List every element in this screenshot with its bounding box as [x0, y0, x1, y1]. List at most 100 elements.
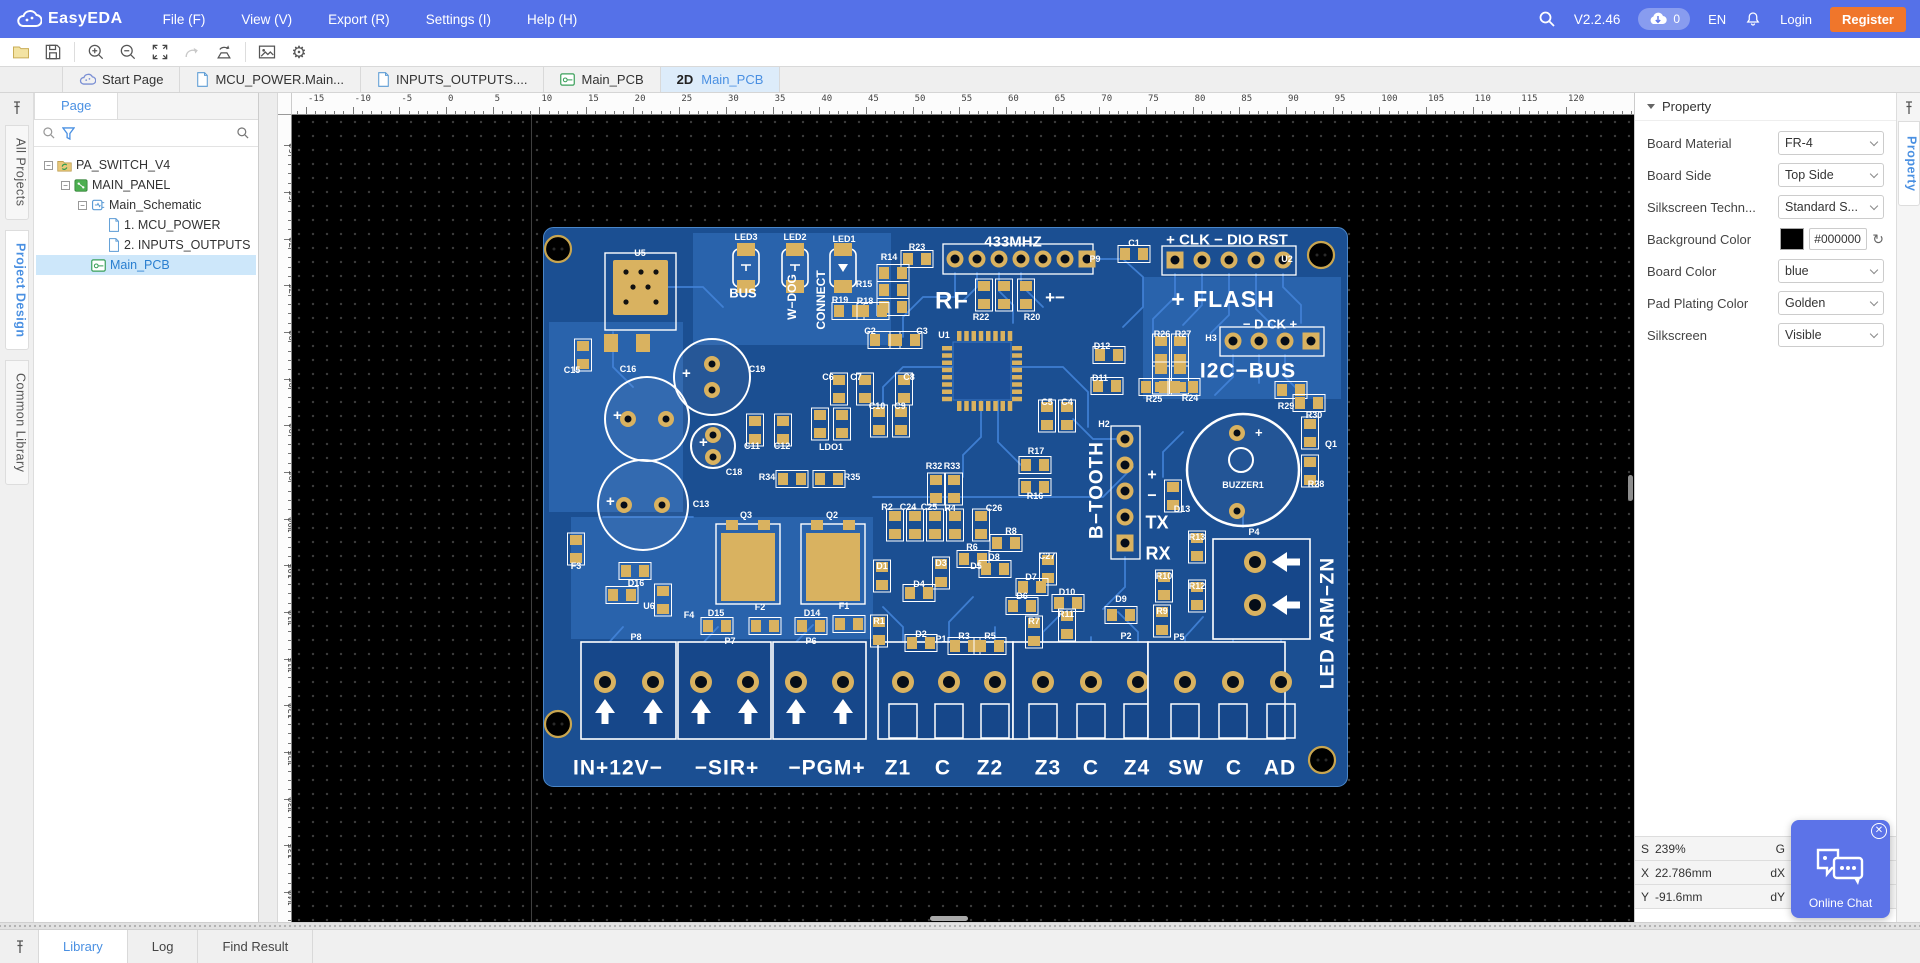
tab-property-vertical[interactable]: Property [1897, 121, 1920, 207]
ruler-tick [288, 490, 291, 492]
color-value-input[interactable]: #000000 [1809, 228, 1868, 250]
ruler-tick [296, 111, 298, 114]
ruler-tick [288, 817, 291, 819]
svg-text:R6: R6 [966, 542, 978, 552]
svg-text:R28: R28 [1308, 479, 1325, 489]
downloads-count: 0 [1673, 12, 1681, 26]
ruler-tick [288, 154, 291, 156]
tree-item-main-pcb[interactable]: Main_PCB [36, 255, 256, 275]
toolbar-separator [245, 42, 246, 62]
sidebar-tab-all-projects[interactable]: All Projects [4, 125, 29, 220]
toolbar-separator [74, 42, 75, 62]
cloud-downloads-badge[interactable]: 0 [1638, 8, 1691, 30]
horizontal-scrollbar-thumb[interactable] [930, 916, 968, 921]
close-icon[interactable]: ✕ [1871, 823, 1887, 839]
ruler-tick [660, 111, 662, 114]
menu-file[interactable]: File (F) [162, 11, 206, 27]
reset-icon[interactable]: ↻ [1872, 230, 1884, 247]
property-select[interactable]: FR-4 [1778, 131, 1884, 155]
sidebar-tab-common-library[interactable]: Common Library [4, 360, 29, 486]
tree-item-main-schematic[interactable]: −Main_Schematic [36, 195, 256, 215]
tree-item-label: 2. INPUTS_OUTPUTS [124, 238, 251, 252]
expand-toggle[interactable]: − [61, 180, 70, 190]
ruler-tick [1071, 111, 1073, 114]
pin-icon[interactable] [1903, 101, 1915, 115]
expand-toggle[interactable]: − [44, 160, 53, 170]
menu-help[interactable]: Help (H) [526, 11, 578, 27]
property-select[interactable]: Golden [1778, 291, 1884, 315]
fit-view-icon[interactable] [145, 40, 175, 65]
ruler-tick [1360, 111, 1362, 114]
menu-view[interactable]: View (V) [241, 11, 293, 27]
status-value: -91.6mm [1655, 889, 1703, 904]
svg-text:C8: C8 [903, 372, 915, 382]
bottom-tab-find-result[interactable]: Find Result [198, 930, 314, 963]
doc-tab-inputs-outputs-[interactable]: INPUTS_OUTPUTS.... [361, 67, 545, 92]
new-folder-icon[interactable] [6, 40, 36, 65]
easyeda-logo[interactable]: EasyEDA [0, 9, 149, 29]
ruler-tick [284, 798, 291, 800]
ruler-tick [1108, 111, 1110, 114]
flip-view-icon[interactable] [209, 40, 239, 65]
color-swatch[interactable] [1780, 228, 1805, 250]
property-select[interactable]: Top Side [1778, 163, 1884, 187]
svg-text:433MHZ: 433MHZ [984, 233, 1042, 250]
menu-export[interactable]: Export (R) [328, 11, 390, 27]
zoom-in-icon[interactable] [81, 40, 111, 65]
expand-toggle[interactable]: − [78, 200, 87, 210]
ruler-tick [288, 677, 291, 679]
search-go-icon[interactable] [236, 126, 250, 140]
property-select[interactable]: Visible [1778, 323, 1884, 347]
tree-item-2-inputs-outputs[interactable]: 2. INPUTS_OUTPUTS [36, 235, 256, 255]
ruler-tick [1229, 111, 1231, 114]
property-select[interactable]: Standard S... [1778, 195, 1884, 219]
search-icon[interactable] [1538, 10, 1556, 28]
tab-page[interactable]: Page [34, 93, 119, 119]
ruler-tick [284, 658, 291, 660]
ruler-tick [399, 107, 401, 114]
tree-item-1-mcu-power[interactable]: 1. MCU_POWER [36, 215, 256, 235]
zoom-out-icon[interactable] [113, 40, 143, 65]
ruler-tick [288, 761, 291, 763]
doc-tab-main-pcb[interactable]: Main_PCB [544, 67, 661, 92]
vertical-scrollbar-thumb[interactable] [1628, 475, 1633, 501]
svg-text:C12: C12 [774, 441, 791, 451]
menu-settings[interactable]: Settings (I) [425, 11, 491, 27]
image-export-icon[interactable] [252, 40, 282, 65]
ruler-label: 55 [961, 94, 973, 104]
filter-funnel-icon[interactable] [62, 126, 75, 140]
tree-item-main-panel[interactable]: −MAIN_PANEL [36, 175, 256, 195]
save-icon[interactable] [38, 40, 68, 65]
login-link[interactable]: Login [1780, 11, 1812, 27]
property-select[interactable]: blue [1778, 259, 1884, 283]
notification-bell-icon[interactable] [1744, 10, 1762, 28]
pin-icon[interactable] [11, 101, 23, 115]
tab-label: Main_PCB [701, 72, 764, 87]
project-search-input[interactable] [81, 126, 230, 140]
bottom-tab-log[interactable]: Log [128, 930, 199, 963]
bottom-splitter[interactable] [0, 922, 1920, 930]
ruler-tick [567, 111, 569, 114]
property-label: Board Material [1647, 135, 1732, 151]
sheet-icon [108, 218, 120, 232]
settings-gear-icon[interactable]: ⚙ [291, 42, 307, 62]
pin-icon[interactable] [14, 939, 26, 954]
ruler-tick [557, 111, 559, 114]
online-chat-widget[interactable]: ✕ Online Chat [1791, 820, 1890, 918]
register-button[interactable]: Register [1829, 6, 1906, 32]
ruler-tick [1351, 111, 1353, 114]
chevron-down-icon [1869, 169, 1879, 178]
doc-tab-start-page[interactable]: Start Page [62, 67, 181, 92]
property-panel-header[interactable]: Property [1635, 93, 1896, 121]
bottom-tab-library[interactable]: Library [38, 930, 128, 963]
doc-tab-mcu-power-main-[interactable]: MCU_POWER.Main... [180, 67, 362, 92]
project-search-row [34, 120, 258, 147]
svg-text:−SIR+: −SIR+ [695, 756, 760, 779]
tree-item-pa-switch-v4[interactable]: −PA_SWITCH_V4 [36, 155, 256, 175]
sidebar-tab-project-design[interactable]: Project Design [4, 229, 29, 351]
color-control: #000000↻ [1780, 228, 1884, 250]
language-selector[interactable]: EN [1708, 11, 1727, 27]
